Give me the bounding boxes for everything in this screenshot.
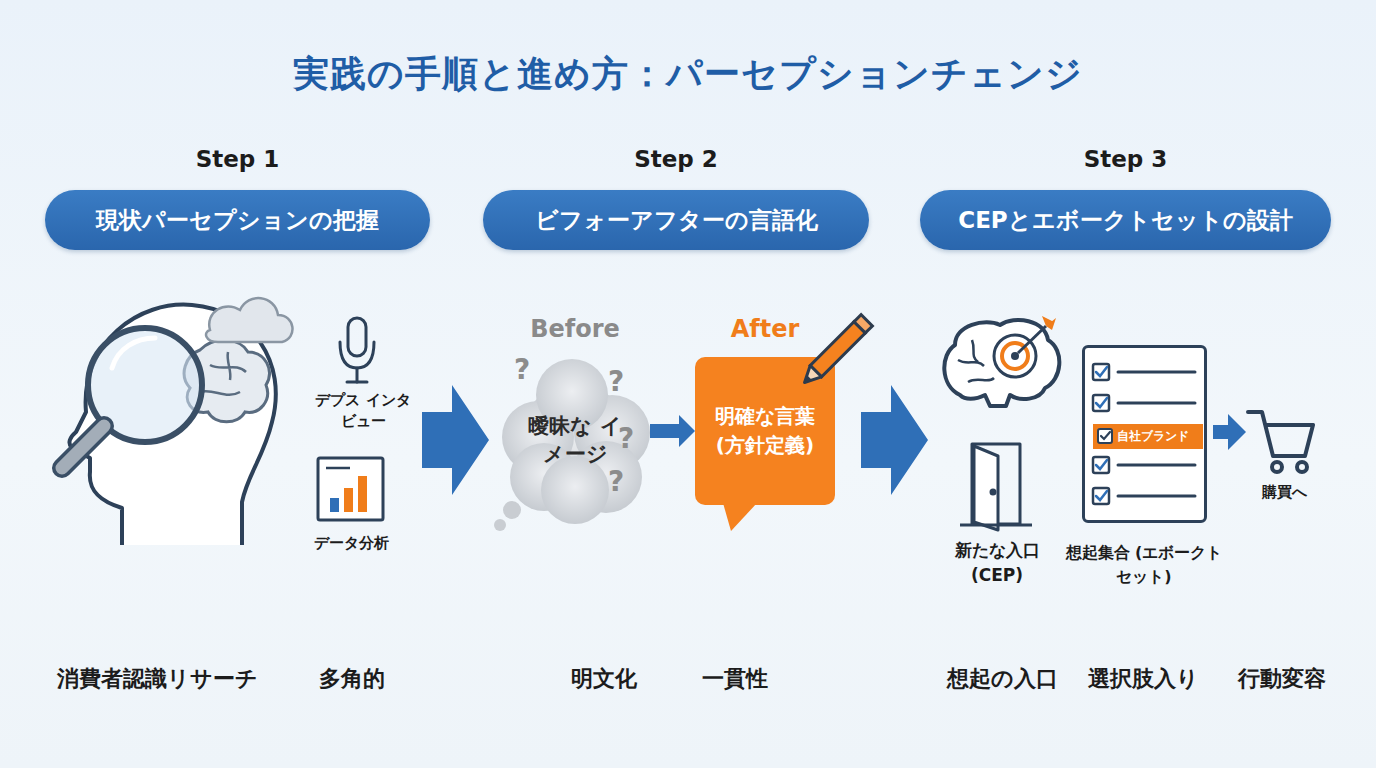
checkbox: [1093, 395, 1109, 411]
list-line: [1118, 464, 1195, 467]
step-pill: Step 2ビフォーアフターの言語化: [483, 190, 869, 250]
door-icon: [960, 524, 1032, 527]
keyword: 明文化: [544, 666, 664, 692]
chart-icon: [344, 488, 353, 512]
step-title: 現状パーセプションの把握: [96, 205, 379, 236]
after-label: After: [665, 315, 865, 343]
step-label: Step 3: [920, 146, 1331, 172]
cloud-dot: [503, 501, 521, 519]
microphone-icon: [340, 318, 374, 382]
pencil-icon: [810, 322, 865, 377]
brand-tag-text: 自社ブランド: [1117, 428, 1189, 445]
cart-icon: [1248, 412, 1313, 472]
icon-label: 新たな入口 (CEP): [942, 538, 1052, 587]
question-mark: ?: [611, 425, 641, 453]
cart-icon: [1297, 462, 1307, 472]
before-label: Before: [470, 315, 680, 343]
brain-target-icon: [1018, 326, 1046, 353]
step-pill: Step 1現状パーセプションの把握: [45, 190, 430, 250]
icon-label: 購買へ: [1239, 482, 1329, 503]
diagram-title: 実践の手順と進め方：パーセプションチェンジ: [0, 50, 1376, 99]
check-mark: [1096, 491, 1107, 500]
keyword: 多角的: [292, 666, 412, 692]
brand-tag: 自社ブランド: [1093, 424, 1203, 449]
microphone-icon: [340, 342, 374, 368]
brain-target-icon: [958, 340, 994, 382]
door-icon: [974, 446, 998, 530]
step-label: Step 2: [483, 146, 869, 172]
keyword: リサーチ: [152, 666, 272, 692]
block-arrow: [861, 385, 928, 495]
checkbox: [1098, 429, 1112, 443]
cloud-text: 曖昧な イメージ: [520, 412, 630, 469]
check-mark: [1101, 432, 1110, 439]
block-arrow: [1213, 414, 1246, 450]
step-title: CEPとエボークトセットの設計: [958, 205, 1292, 236]
pencil-icon: [802, 375, 811, 384]
after-text: 明確な言葉 (方針定義): [703, 402, 827, 460]
head-illustration: [112, 338, 155, 368]
checklist-caption: 想起集合 (エボークトセット): [1059, 541, 1229, 589]
keyword: 消費者認識: [42, 666, 182, 692]
door-icon: [960, 444, 1032, 530]
cloud-puff: [541, 456, 609, 524]
pencil-icon: [799, 315, 873, 389]
head-illustration: [206, 298, 292, 342]
head-illustration: [200, 352, 246, 395]
question-mark: ?: [601, 368, 631, 396]
question-mark: ?: [507, 356, 537, 384]
cart-icon: [1248, 412, 1313, 456]
cloud-dot: [494, 519, 506, 531]
step-label: Step 1: [45, 146, 430, 172]
keyword: 一貫性: [675, 666, 795, 692]
chart-icon: [330, 498, 339, 512]
microphone-icon: [347, 381, 367, 384]
check-mark: [1096, 460, 1107, 469]
check-mark: [1096, 398, 1107, 407]
step-pill: Step 3CEPとエボークトセットの設計: [920, 190, 1331, 250]
tag-checkbox: [1093, 424, 1117, 449]
check-mark: [1096, 367, 1107, 376]
icon-label: デプス インタビュー: [313, 390, 413, 432]
arrow-shape: [650, 415, 695, 447]
chart-icon: [358, 476, 367, 512]
question-mark: ?: [601, 468, 631, 496]
keyword: 選択肢入り: [1073, 666, 1213, 692]
checkbox: [1093, 488, 1109, 504]
checkbox: [1093, 457, 1109, 473]
checkbox: [1093, 364, 1109, 380]
speech-bubble: After明確な言葉 (方針定義): [695, 357, 835, 505]
flow-arrow: [650, 415, 695, 447]
brain-target-icon: [1042, 316, 1054, 326]
head-illustration: [62, 426, 104, 468]
chart-icon: [318, 458, 383, 520]
chart-icon: [326, 467, 350, 470]
pencil-icon: [854, 315, 872, 333]
microphone-icon: [348, 318, 366, 356]
pencil-icon: [799, 365, 822, 388]
list-line: [1118, 371, 1195, 374]
brain-target-icon: [1011, 352, 1019, 360]
door-icon: [991, 490, 995, 494]
checklist-box: 想起集合 (エボークトセット)自社ブランド: [1082, 345, 1207, 523]
list-line: [1118, 402, 1195, 405]
keyword: 想起の入口: [932, 666, 1072, 692]
block-arrow: [422, 385, 489, 495]
list-line: [1118, 495, 1195, 498]
chart-icon: [318, 458, 383, 520]
bubble-tail-shape: [723, 503, 757, 531]
step-title: ビフォーアフターの言語化: [535, 205, 818, 236]
keyword: 行動変容: [1212, 666, 1352, 692]
head-illustration: [62, 426, 104, 468]
brain-target-icon: [944, 320, 1059, 406]
microphone-icon: [356, 368, 359, 382]
cart-icon: [1272, 462, 1282, 472]
head-illustration: [62, 298, 293, 545]
icon-label: データ分析: [296, 533, 406, 554]
brain-target-icon: [944, 316, 1059, 406]
